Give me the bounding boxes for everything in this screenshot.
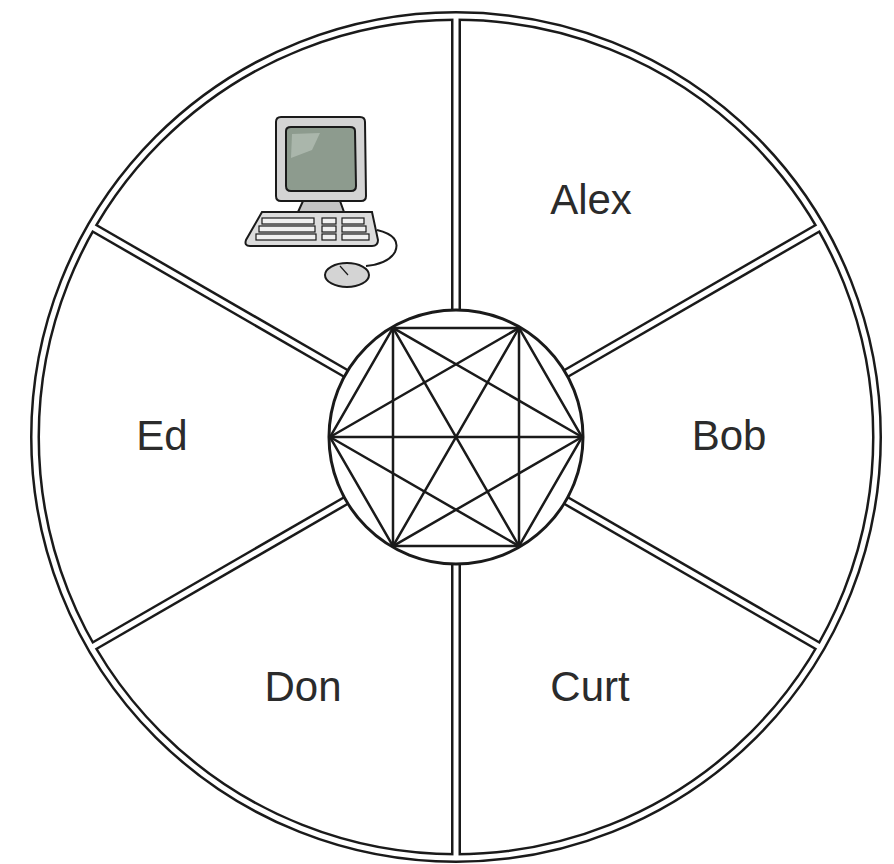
mouse-button	[340, 266, 348, 275]
spoke-gap	[454, 564, 459, 858]
mouse-cable	[366, 230, 397, 266]
hub-link	[330, 437, 519, 546]
keyboard-keys	[256, 218, 369, 240]
name-sector: Ed	[128, 409, 195, 463]
hub-link	[330, 437, 393, 546]
screen-glare	[291, 133, 320, 158]
hub-circle	[329, 310, 583, 564]
name-sector: Don	[256, 660, 349, 714]
monitor-screen	[286, 127, 356, 191]
name-sector: Alex	[542, 173, 640, 227]
person-name: Curt	[550, 664, 629, 710]
monitor-stand	[298, 201, 344, 212]
spoke	[566, 227, 821, 374]
keyboard	[246, 212, 379, 246]
hub-link	[519, 328, 582, 437]
spoke-gap	[566, 227, 821, 374]
spoke	[451, 16, 461, 310]
hub-link	[518, 328, 521, 546]
hub-link	[519, 437, 582, 546]
outer-ring-gap	[35, 16, 877, 858]
spoke-gap	[91, 501, 346, 648]
mouse	[325, 263, 369, 287]
spoke	[566, 501, 821, 648]
spoke-gap	[566, 501, 821, 648]
person-name: Bob	[692, 413, 767, 459]
spoke	[451, 564, 461, 858]
spoke	[91, 227, 346, 374]
monitor-body	[276, 117, 366, 201]
outer-ring	[35, 16, 877, 858]
person-name: Ed	[136, 413, 187, 459]
person-name: Alex	[550, 177, 632, 223]
hub-link	[393, 328, 519, 546]
hub-link	[392, 328, 395, 546]
name-sector: Bob	[684, 409, 775, 463]
person-name: Don	[264, 664, 341, 710]
name-sector: Curt	[542, 660, 637, 714]
spoke-gap	[91, 227, 346, 374]
computer-icon	[246, 117, 397, 287]
hub-link	[393, 327, 519, 330]
hub-link	[393, 328, 519, 546]
spoke	[91, 501, 346, 648]
wheel	[35, 16, 877, 858]
hub-link	[330, 328, 393, 437]
hub-link	[393, 545, 519, 548]
spoke-gap	[454, 16, 459, 310]
